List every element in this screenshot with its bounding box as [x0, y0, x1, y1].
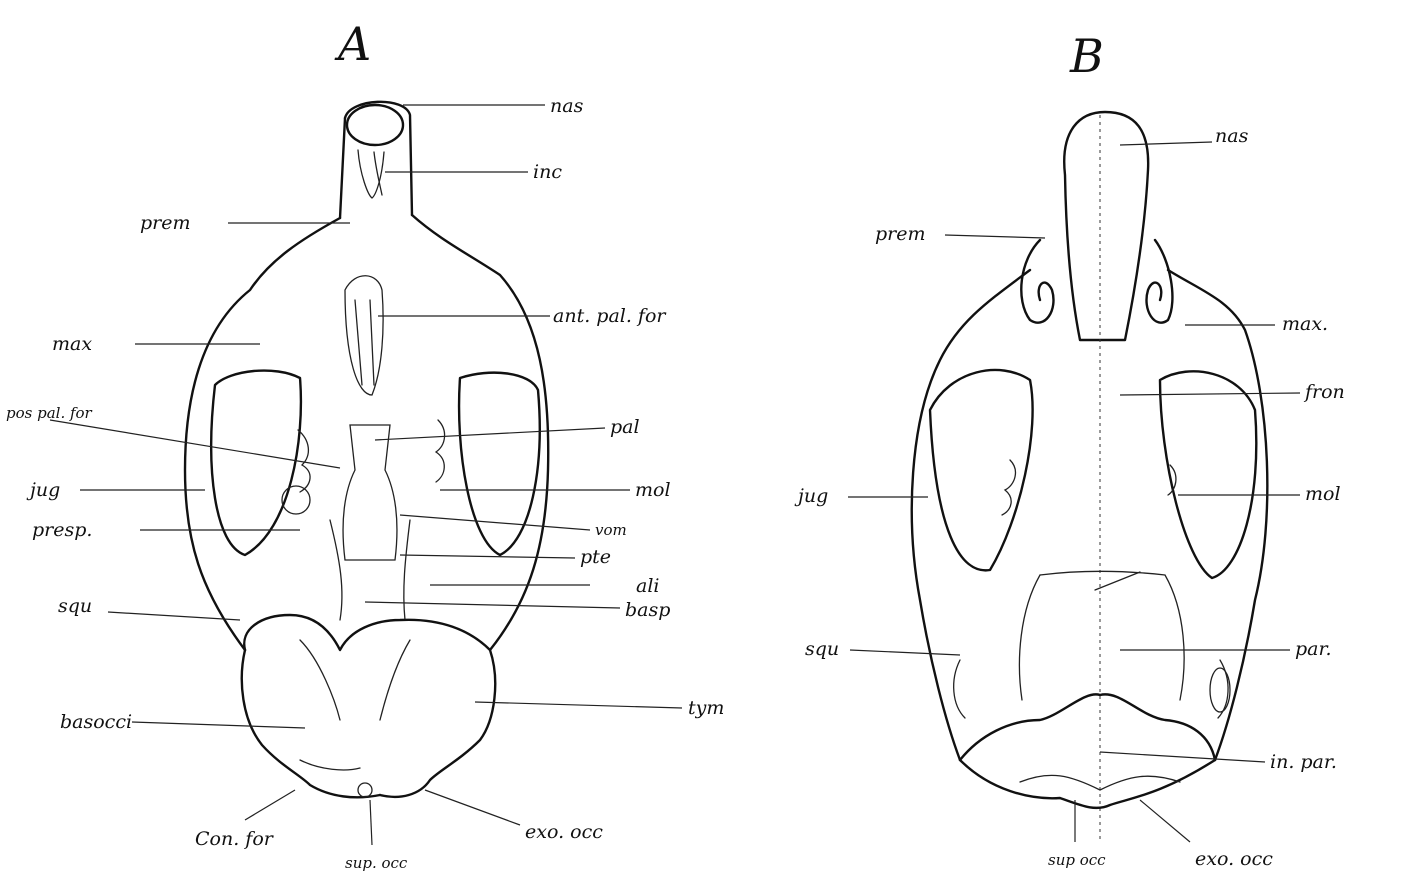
- label-a-tym: tym: [688, 697, 724, 719]
- panel-b-title: B: [1069, 29, 1104, 83]
- label-a-ali: ali: [636, 575, 659, 597]
- label-a-con-for: Con. for: [195, 828, 275, 850]
- panel-b: B: [794, 29, 1345, 870]
- label-b-mol: mol: [1305, 483, 1341, 505]
- label-b-prem: prem: [875, 223, 926, 245]
- skull-b-outline: [912, 112, 1268, 840]
- label-a-sup-occ: sup. occ: [345, 854, 408, 872]
- label-a-pos-pal-for: pos pal. for: [6, 404, 93, 422]
- leader-lines-b: [848, 142, 1300, 842]
- label-a-inc: inc: [533, 161, 562, 183]
- panel-a: A: [6, 17, 724, 872]
- label-a-ant-pal-for: ant. pal. for: [553, 305, 667, 327]
- label-a-jug: jug: [26, 479, 60, 501]
- label-b-squ: squ: [805, 638, 839, 660]
- label-a-exo-occ: exo. occ: [525, 821, 603, 843]
- label-b-in-par: in. par.: [1270, 751, 1337, 773]
- labels-a: nas inc prem ant. pal. for max pos pal. …: [6, 95, 724, 872]
- skull-a-outline: [185, 102, 548, 797]
- label-b-jug: jug: [794, 485, 828, 507]
- label-a-pte: pte: [580, 546, 611, 568]
- label-b-fron: fron: [1303, 381, 1345, 403]
- label-a-presp: presp.: [32, 519, 92, 541]
- label-a-pal: pal: [610, 416, 640, 438]
- label-b-sup-occ: sup occ: [1048, 851, 1106, 869]
- panel-a-title: A: [334, 17, 371, 71]
- label-a-squ: squ: [58, 595, 92, 617]
- label-b-nas: nas: [1215, 125, 1249, 147]
- label-b-max: max.: [1282, 313, 1328, 335]
- label-a-mol: mol: [635, 479, 671, 501]
- label-b-exo-occ: exo. occ: [1195, 848, 1273, 870]
- label-b-par: par.: [1295, 638, 1332, 660]
- label-a-nas: nas: [550, 95, 584, 117]
- label-a-vom: vom: [595, 521, 627, 539]
- label-a-basocci: basocci: [60, 711, 132, 733]
- label-a-prem: prem: [140, 212, 191, 234]
- label-a-basp: basp: [625, 599, 670, 621]
- label-a-max: max: [52, 333, 92, 355]
